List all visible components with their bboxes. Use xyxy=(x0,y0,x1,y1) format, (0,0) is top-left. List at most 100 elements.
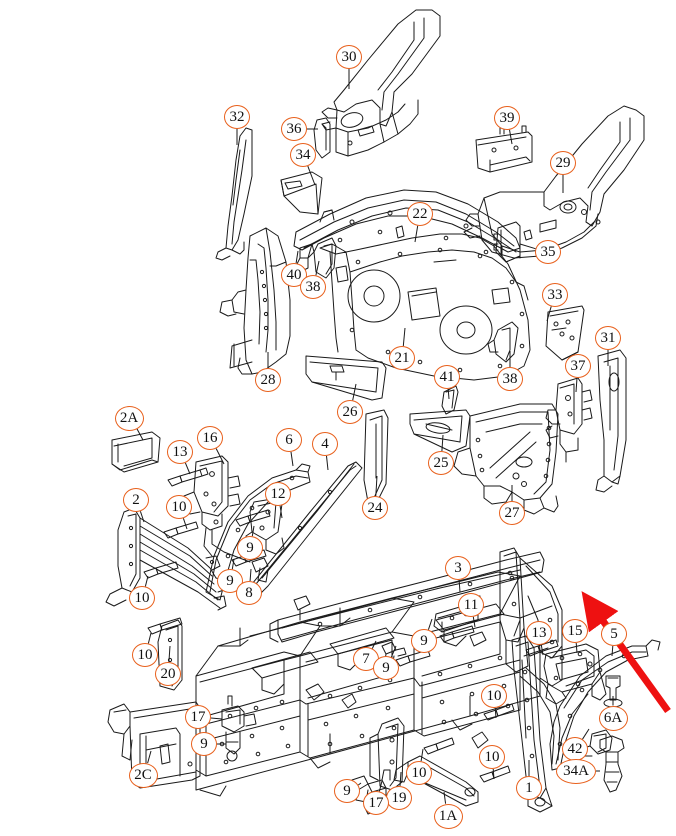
callout-leader xyxy=(182,518,188,530)
callout-leader xyxy=(519,243,536,250)
callout-leader xyxy=(509,129,513,145)
callout-28[interactable]: 28 xyxy=(255,368,281,392)
callout-leader xyxy=(414,225,419,243)
callout-16[interactable]: 16 xyxy=(197,426,223,450)
callout-1[interactable]: 1 xyxy=(516,776,542,800)
callout-leader xyxy=(378,780,383,792)
callout-3[interactable]: 3 xyxy=(445,556,471,580)
callout-30[interactable]: 30 xyxy=(336,45,362,69)
callout-10[interactable]: 10 xyxy=(479,745,505,769)
callout-17[interactable]: 17 xyxy=(185,705,211,729)
callout-10[interactable]: 10 xyxy=(129,586,155,610)
callout-6[interactable]: 6 xyxy=(276,428,302,452)
callout-15[interactable]: 15 xyxy=(562,619,588,643)
callout-leader xyxy=(215,448,225,465)
callout-22[interactable]: 22 xyxy=(407,202,433,226)
callout-9[interactable]: 9 xyxy=(237,536,263,560)
callout-leader xyxy=(136,428,144,441)
callout-25[interactable]: 25 xyxy=(428,451,454,475)
callout-39[interactable]: 39 xyxy=(494,106,520,130)
callout-9[interactable]: 9 xyxy=(411,629,437,653)
callout-5[interactable]: 5 xyxy=(601,622,627,646)
callout-leader xyxy=(472,616,476,628)
callout-10[interactable]: 10 xyxy=(406,761,432,785)
callout-13[interactable]: 13 xyxy=(167,440,193,464)
callout-10[interactable]: 10 xyxy=(481,684,507,708)
callout-19[interactable]: 19 xyxy=(386,786,412,810)
callout-17[interactable]: 17 xyxy=(363,791,389,815)
callout-38[interactable]: 38 xyxy=(300,275,326,299)
callout-leader xyxy=(546,306,552,322)
callout-leader xyxy=(249,568,252,582)
callout-9[interactable]: 9 xyxy=(334,779,360,803)
callout-34[interactable]: 34 xyxy=(290,143,316,167)
callout-9[interactable]: 9 xyxy=(373,656,399,680)
callout-leader xyxy=(443,791,447,804)
callout-leader xyxy=(582,728,590,740)
callout-leader xyxy=(575,642,578,654)
callout-leader xyxy=(375,475,378,497)
callout-leader xyxy=(147,750,152,764)
callout-32[interactable]: 32 xyxy=(224,105,250,129)
callout-leader xyxy=(352,383,357,401)
callout-7[interactable]: 7 xyxy=(353,647,379,671)
callout-31[interactable]: 31 xyxy=(595,326,621,350)
callout-leader xyxy=(458,579,461,593)
callout-leader xyxy=(371,640,377,649)
callout-leader xyxy=(251,525,255,537)
callout-37[interactable]: 37 xyxy=(565,354,591,378)
callout-8[interactable]: 8 xyxy=(236,581,262,605)
callout-26[interactable]: 26 xyxy=(337,400,363,424)
callout-leader xyxy=(147,632,152,644)
callout-leader xyxy=(575,377,578,393)
callout-13[interactable]: 13 xyxy=(526,621,552,645)
callout-35[interactable]: 35 xyxy=(535,240,561,264)
callout-21[interactable]: 21 xyxy=(389,346,415,370)
callout-leader xyxy=(441,434,444,452)
callout-24[interactable]: 24 xyxy=(362,496,388,520)
callout-33[interactable]: 33 xyxy=(542,283,568,307)
callout-36[interactable]: 36 xyxy=(281,117,307,141)
callout-leader xyxy=(447,388,450,400)
callout-leader xyxy=(210,717,223,720)
callout-leader xyxy=(494,707,497,719)
callout-11[interactable]: 11 xyxy=(458,593,484,617)
callout-leader xyxy=(611,645,614,657)
callout-leader xyxy=(420,748,424,762)
callout-42[interactable]: 42 xyxy=(562,737,588,761)
callout-leader xyxy=(290,451,294,467)
callout-1a[interactable]: 1A xyxy=(433,803,463,829)
callout-leader xyxy=(390,645,397,658)
callout-leader xyxy=(295,250,299,264)
callout-leader xyxy=(279,505,283,519)
callout-38[interactable]: 38 xyxy=(497,367,523,391)
callout-leader xyxy=(231,558,235,570)
callout-leader xyxy=(184,462,191,475)
callout-12[interactable]: 12 xyxy=(265,482,291,506)
callout-4[interactable]: 4 xyxy=(312,432,338,456)
callout-leader xyxy=(144,575,149,587)
callout-leader xyxy=(399,771,402,787)
callout-2[interactable]: 2 xyxy=(123,488,149,512)
callout-20[interactable]: 20 xyxy=(155,662,181,686)
callout-10[interactable]: 10 xyxy=(166,495,192,519)
callout-leader xyxy=(540,644,544,656)
callout-leader xyxy=(139,511,145,523)
callout-9[interactable]: 9 xyxy=(191,732,217,756)
callout-2c[interactable]: 2C xyxy=(128,762,158,788)
callout-6a[interactable]: 6A xyxy=(598,705,628,731)
callout-leader xyxy=(315,260,320,276)
callout-leader xyxy=(402,327,406,347)
callout-leader xyxy=(492,768,495,780)
callout-10[interactable]: 10 xyxy=(132,643,158,667)
callout-41[interactable]: 41 xyxy=(434,365,460,389)
callout-leader xyxy=(326,455,329,471)
callout-leader xyxy=(358,782,362,786)
callout-27[interactable]: 27 xyxy=(499,501,525,525)
callout-29[interactable]: 29 xyxy=(550,151,576,175)
callout-34a[interactable]: 34A xyxy=(556,758,596,784)
callout-leader xyxy=(307,165,316,186)
callout-2a[interactable]: 2A xyxy=(114,405,144,431)
